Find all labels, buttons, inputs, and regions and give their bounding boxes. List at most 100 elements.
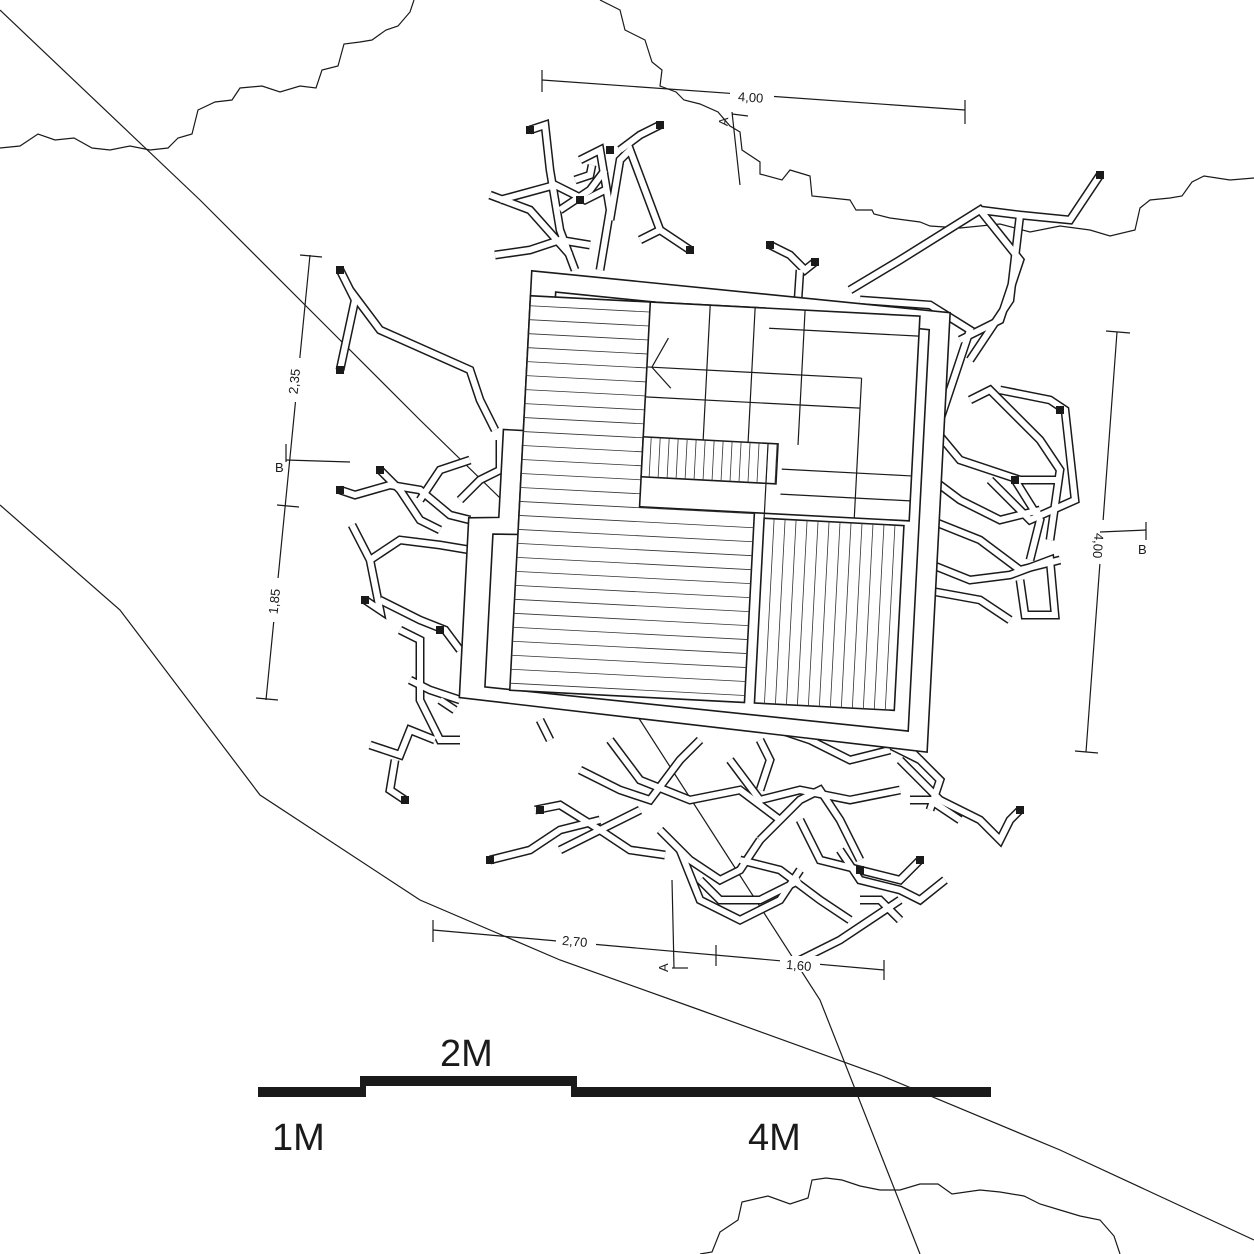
floor-panel-right <box>753 517 905 712</box>
section-a-top-arrow <box>731 113 749 117</box>
timber-stick <box>558 807 642 853</box>
section-a-top-line <box>731 111 741 186</box>
scale-label-1m: 1M <box>272 1117 325 1159</box>
stair-line <box>747 307 756 443</box>
timber-stick <box>739 857 852 923</box>
timber-stick <box>377 467 442 533</box>
timber-stick-outline <box>346 287 500 433</box>
timber-stick <box>618 122 662 153</box>
board-line <box>747 442 751 483</box>
board-line <box>764 518 775 704</box>
board-line <box>514 598 750 613</box>
contour-bottom <box>699 1177 1121 1254</box>
stair-line <box>853 378 863 519</box>
stick-end-cap <box>361 596 369 604</box>
timber-stick <box>697 877 802 903</box>
board-line <box>513 612 749 627</box>
timber-stick <box>727 758 901 804</box>
timber-stick-outline <box>577 736 704 806</box>
board-line <box>510 668 746 682</box>
board-line <box>684 439 688 480</box>
timber-stick <box>349 523 385 617</box>
stick-end-cap <box>916 856 924 864</box>
section-b-left-line <box>285 459 351 463</box>
stick-end-cap <box>766 241 774 249</box>
timber-stick <box>607 144 663 232</box>
board-line <box>851 523 863 709</box>
board-line <box>516 556 752 571</box>
stair-line <box>702 305 711 441</box>
dim-tick-left-top <box>299 254 323 258</box>
dim-label-bottom-left: 2,70 <box>561 933 588 950</box>
stair-area <box>638 301 921 522</box>
timber-stick <box>638 226 692 253</box>
timber-stick <box>757 738 774 791</box>
timber-stick <box>489 817 601 863</box>
timber-stick <box>910 797 962 823</box>
scale-bar: 1M 2M 4M <box>258 1033 991 1159</box>
timber-stick <box>967 214 1023 362</box>
timber-stick <box>457 440 503 503</box>
timber-stick <box>408 677 461 703</box>
stair-line <box>769 327 919 337</box>
timber-stick <box>918 555 1059 618</box>
timber-stick <box>537 718 553 742</box>
section-b-right-line <box>1099 529 1147 533</box>
building-plan <box>458 269 951 754</box>
stick-end-cap <box>1056 406 1064 414</box>
scale-bar-segment-4m <box>574 1087 991 1097</box>
dim-label-bg-left-upper <box>286 358 304 402</box>
timber-stick <box>339 481 471 523</box>
board-line <box>720 441 724 481</box>
timber-stick <box>386 759 407 803</box>
stick-end-cap <box>336 266 344 274</box>
board-line <box>512 640 748 654</box>
timber-stick <box>932 428 1060 483</box>
dim-tick-left-bottom <box>255 697 279 701</box>
timber-stick <box>398 627 460 743</box>
timber-stick <box>924 587 1012 623</box>
section-b-right-label: B <box>1138 542 1147 557</box>
scale-label-2m: 2M <box>440 1033 493 1075</box>
timber-stick <box>369 726 437 759</box>
board-line <box>513 626 748 640</box>
timber-stick <box>578 145 614 271</box>
scale-label-4m: 4M <box>748 1117 801 1159</box>
timber-stick <box>494 236 591 258</box>
contour-top-right <box>599 0 1254 237</box>
dim-label-bg-bottom-right <box>780 956 820 972</box>
dim-label-left-upper: 2,35 <box>286 368 304 395</box>
section-a-bottom-label: A <box>656 963 671 972</box>
timber-stick <box>417 457 471 502</box>
stair-divider <box>763 443 769 519</box>
dim-tick-left-mid <box>276 504 300 508</box>
stair-treads <box>645 305 919 519</box>
board-line <box>511 654 747 668</box>
stair-landing <box>640 435 779 485</box>
timber-stick <box>1012 478 1044 561</box>
dim-label-bottom-right: 1,60 <box>785 957 812 974</box>
section-b-left-label: B <box>275 460 284 475</box>
stair-line <box>646 366 862 379</box>
board-line <box>829 522 841 708</box>
timber-stick <box>837 848 947 904</box>
landing-boards <box>648 437 778 484</box>
board-line <box>510 682 745 696</box>
board-line <box>711 440 715 481</box>
stick-end-cap <box>811 258 819 266</box>
timber-stick <box>798 897 902 963</box>
board-line <box>738 441 742 482</box>
board-line <box>702 440 706 481</box>
timber-stick <box>768 242 817 275</box>
section-a-bottom-line <box>671 879 675 969</box>
dim-label-top: 4,00 <box>738 89 764 106</box>
timber-stick <box>347 288 498 432</box>
stick-end-cap <box>436 626 444 634</box>
stick-end-cap <box>536 806 544 814</box>
timber-stick <box>574 164 595 183</box>
board-line <box>517 543 753 557</box>
stick-end-cap <box>486 856 494 864</box>
board-line <box>648 437 652 478</box>
timber-stick <box>968 386 1064 541</box>
